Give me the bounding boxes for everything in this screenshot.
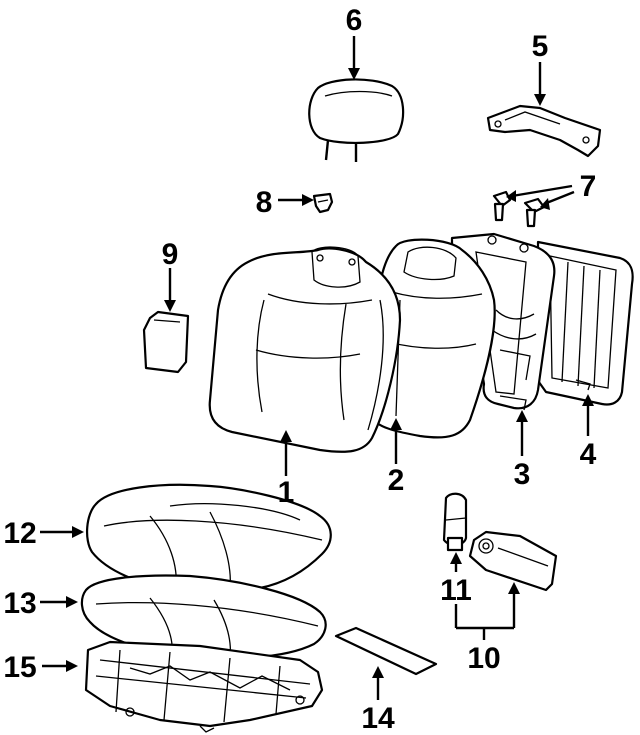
side-panel (142, 310, 190, 374)
heater-element (334, 626, 438, 676)
callout-2: 2 (388, 464, 405, 497)
callout-7: 7 (580, 170, 597, 203)
cushion-pad (80, 574, 327, 660)
cushion-frame (84, 640, 324, 733)
callout-13: 13 (3, 587, 36, 620)
recliner-knob (442, 492, 468, 552)
clip (312, 192, 334, 214)
headrest-guide-bracket (486, 104, 602, 158)
callout-12: 12 (3, 517, 36, 550)
callout-11: 11 (440, 574, 472, 607)
callout-5: 5 (532, 30, 549, 63)
seat-back-frame (534, 240, 634, 406)
headrest (308, 78, 405, 162)
callout-4: 4 (580, 438, 597, 471)
callout-9: 9 (162, 238, 179, 271)
callout-1: 1 (278, 476, 295, 509)
seat-back-cover (208, 246, 402, 453)
callout-14: 14 (361, 702, 395, 735)
callout-6: 6 (346, 4, 363, 37)
cushion-cover (86, 483, 332, 592)
callout-15: 15 (3, 651, 36, 684)
callout-3: 3 (514, 458, 531, 491)
recliner-assembly (468, 530, 558, 592)
callout-8: 8 (256, 186, 273, 219)
callout-10: 10 (467, 642, 500, 675)
headrest-guides (492, 190, 546, 228)
